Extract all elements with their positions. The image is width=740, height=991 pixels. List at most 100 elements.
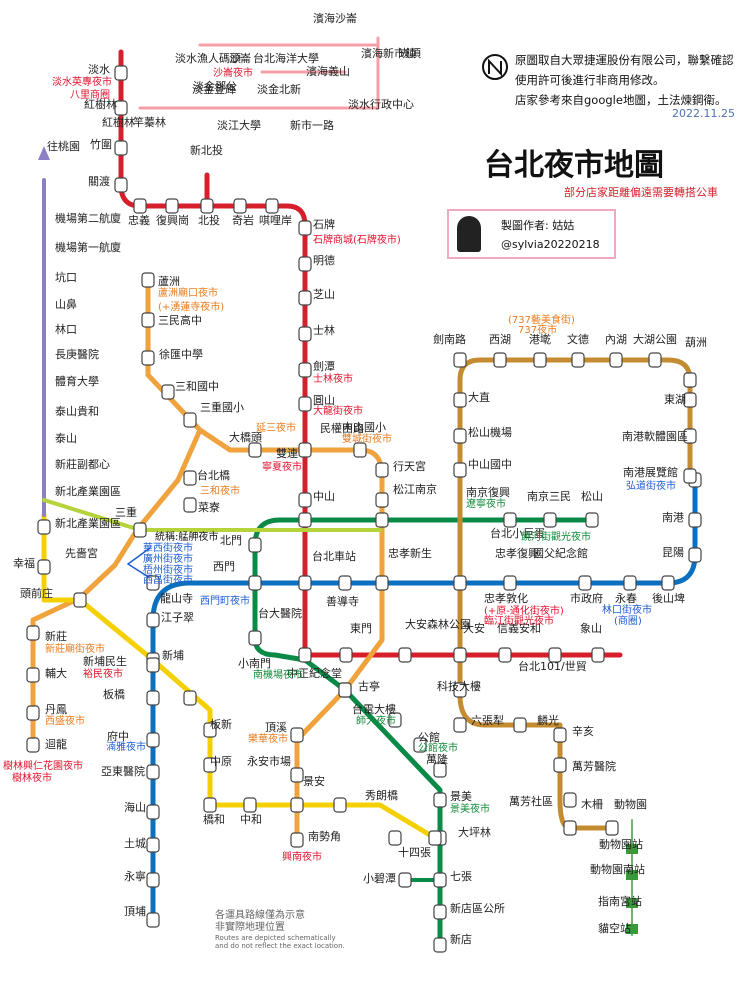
market-m34: 林口街夜市 bbox=[602, 603, 652, 616]
station-marker bbox=[609, 352, 623, 368]
station-marker bbox=[578, 575, 592, 591]
station-marker bbox=[233, 198, 247, 214]
note-line: 店家參考來自google地圖，土法煉鋼衛。 bbox=[515, 93, 727, 107]
station-marker bbox=[183, 497, 197, 513]
station-s110: 新北產業園區 bbox=[55, 516, 121, 530]
station-marker bbox=[141, 272, 155, 288]
station-marker bbox=[146, 872, 160, 888]
page-subtitle: 部分店家距離偏遠需要轉搭公車 bbox=[564, 186, 718, 199]
station-marker bbox=[141, 350, 155, 366]
station-s27: 象山 bbox=[580, 622, 602, 635]
station-s25: 信義安和 bbox=[497, 621, 541, 635]
station-s46: 松江南京 bbox=[393, 482, 437, 496]
station-s35: 台北橋 bbox=[197, 468, 230, 482]
station-s31: 徐匯中學 bbox=[159, 347, 203, 361]
station-s65: 南京三民 bbox=[527, 489, 571, 503]
station-s67: 台北小巨蛋 bbox=[490, 526, 545, 540]
station-marker bbox=[146, 657, 160, 673]
station-marker bbox=[553, 727, 567, 743]
station-marker bbox=[26, 737, 40, 753]
market-m19: 西門町夜市 bbox=[200, 594, 250, 607]
market-m11: 蘆洲廟口夜市 bbox=[158, 286, 218, 299]
station-s142: 淡金鄧公 bbox=[193, 79, 237, 93]
station-marker bbox=[165, 198, 179, 214]
station-s76: 新埔 bbox=[162, 648, 184, 662]
station-marker bbox=[183, 412, 197, 428]
station-s146: 動物園南站 bbox=[590, 862, 645, 876]
station-s21: 中正紀念堂 bbox=[287, 666, 342, 680]
station-marker bbox=[298, 512, 312, 528]
station-s101: 西湖 bbox=[489, 333, 511, 346]
station-s93: 辛亥 bbox=[572, 724, 594, 738]
station-s41: 輔大 bbox=[45, 666, 67, 680]
station-marker bbox=[161, 384, 175, 400]
station-marker bbox=[453, 647, 467, 663]
station-s70: 永寧 bbox=[124, 869, 146, 883]
station-s33: 三重國小 bbox=[200, 400, 244, 414]
station-s90: 木柵 bbox=[581, 797, 603, 811]
station-s92: 萬芳醫院 bbox=[572, 759, 616, 773]
station-marker bbox=[133, 522, 147, 538]
station-s62: 小碧潭 bbox=[363, 872, 396, 885]
market-m31: 興南夜市 bbox=[282, 850, 322, 863]
station-marker bbox=[591, 647, 605, 663]
station-marker bbox=[298, 326, 312, 342]
station-s75: 板橋 bbox=[103, 687, 125, 701]
station-marker bbox=[265, 198, 279, 214]
station-s22: 東門 bbox=[350, 622, 372, 635]
market-m39: 737夜市 bbox=[518, 323, 557, 336]
market-m3: 沙崙夜市 bbox=[213, 66, 253, 79]
market-m10: 饒河街觀光夜市 bbox=[521, 530, 591, 543]
station-marker bbox=[290, 832, 304, 848]
station-s39: 頭前庄 bbox=[20, 586, 53, 600]
station-s69: 頂埔 bbox=[124, 905, 146, 918]
legend-zh1: 各運具路線僅為示意 bbox=[215, 910, 305, 921]
station-s96: 科技大樓 bbox=[437, 679, 481, 693]
market-m29: 景美夜市 bbox=[450, 802, 490, 815]
station-marker bbox=[26, 705, 40, 721]
market-m38: (737藝美食街) bbox=[508, 313, 575, 326]
station-s42: 丹鳳 bbox=[45, 703, 67, 716]
station-s128: 新莊副都心 bbox=[55, 457, 110, 471]
station-marker bbox=[375, 575, 389, 591]
station-marker bbox=[146, 575, 160, 591]
station-s121: 山鼻 bbox=[55, 297, 77, 311]
station-s53: 北門 bbox=[220, 534, 242, 547]
station-s26: 台北101/世貿 bbox=[518, 659, 587, 673]
station-s130: 淡水漁人碼頭 bbox=[175, 51, 241, 65]
station-marker bbox=[533, 352, 547, 368]
station-s28: 新北投 bbox=[190, 143, 223, 157]
market-m15: 華西街夜市 bbox=[143, 541, 193, 554]
station-marker bbox=[73, 592, 87, 608]
station-s7: 北投 bbox=[198, 213, 220, 227]
station-marker bbox=[114, 100, 128, 116]
station-marker bbox=[298, 396, 312, 412]
station-marker bbox=[623, 575, 637, 591]
station-s122: 林口 bbox=[55, 322, 77, 336]
station-marker bbox=[146, 612, 160, 628]
station-s34: 大橋頭 bbox=[229, 430, 262, 444]
station-s72: 海山 bbox=[124, 800, 146, 814]
station-marker bbox=[298, 492, 312, 508]
station-s58: 萬隆 bbox=[426, 752, 448, 766]
station-marker bbox=[433, 762, 447, 778]
station-s4: 關渡 bbox=[88, 174, 110, 188]
station-s64: 新店 bbox=[450, 932, 472, 946]
legend-en2: and do not reflect the exact location. bbox=[215, 942, 345, 950]
market-m32: (+原-通化街夜市) bbox=[484, 604, 564, 617]
station-marker bbox=[563, 820, 577, 836]
station-marker bbox=[114, 65, 128, 81]
station-s59: 景美 bbox=[450, 790, 472, 803]
station-marker bbox=[683, 428, 697, 444]
station-marker bbox=[498, 647, 512, 663]
station-marker bbox=[571, 352, 585, 368]
station-s47: 忠孝新生 bbox=[388, 546, 432, 560]
station-marker bbox=[683, 468, 697, 484]
station-s40: 新莊 bbox=[45, 629, 67, 643]
station-s127: 新北產業園區 bbox=[55, 484, 121, 498]
market-m2: 八里商圈 bbox=[70, 88, 110, 101]
station-s118: 機場第二航廈 bbox=[55, 211, 121, 225]
station-marker bbox=[453, 717, 467, 733]
station-marker bbox=[298, 220, 312, 236]
station-s94: 麟光 bbox=[537, 713, 559, 727]
